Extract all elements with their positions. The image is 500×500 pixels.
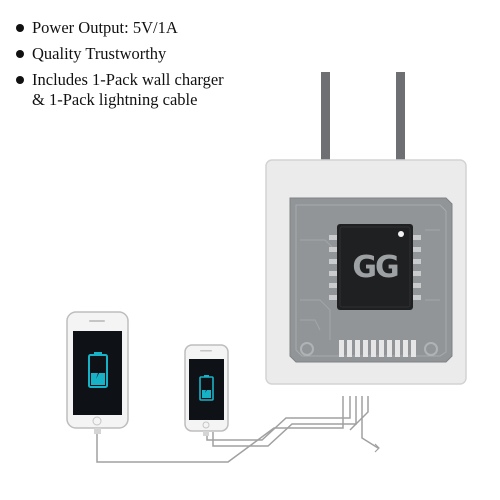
feature-text: Quality Trustworthy: [32, 44, 167, 63]
plug-prong-icon: [321, 72, 330, 172]
plug-prong-icon: [396, 72, 405, 172]
phone-icon: [66, 311, 129, 429]
chip: [337, 224, 413, 310]
mount-hole: [300, 342, 314, 356]
mount-hole: [424, 342, 438, 356]
lightning-connector: [203, 431, 209, 436]
charging-cables: [96, 396, 379, 463]
chip-pins: [329, 235, 421, 300]
feature-text: Includes 1-Pack wall charger: [32, 70, 224, 89]
feature-item-includes: Includes 1-Pack wall charger & 1-Pack li…: [14, 70, 224, 110]
feature-item-quality: Quality Trustworthy: [14, 44, 224, 64]
feature-text: Power Output: 5V/1A: [32, 18, 178, 37]
feature-list: Power Output: 5V/1A Quality Trustworthy …: [14, 18, 224, 116]
bullet-dot-icon: [16, 24, 24, 32]
phone-icon: [184, 344, 229, 432]
bullet-dot-icon: [16, 50, 24, 58]
feature-text-continued: & 1-Pack lightning cable: [32, 90, 198, 109]
chip-pin1-dot: [398, 231, 404, 237]
bullet-dot-icon: [16, 76, 24, 84]
feature-item-power: Power Output: 5V/1A: [14, 18, 224, 38]
board-traces: [300, 229, 440, 340]
chip-logo: GG: [352, 250, 398, 285]
lightning-connector: [94, 428, 101, 434]
connector-fingers: [339, 340, 416, 357]
